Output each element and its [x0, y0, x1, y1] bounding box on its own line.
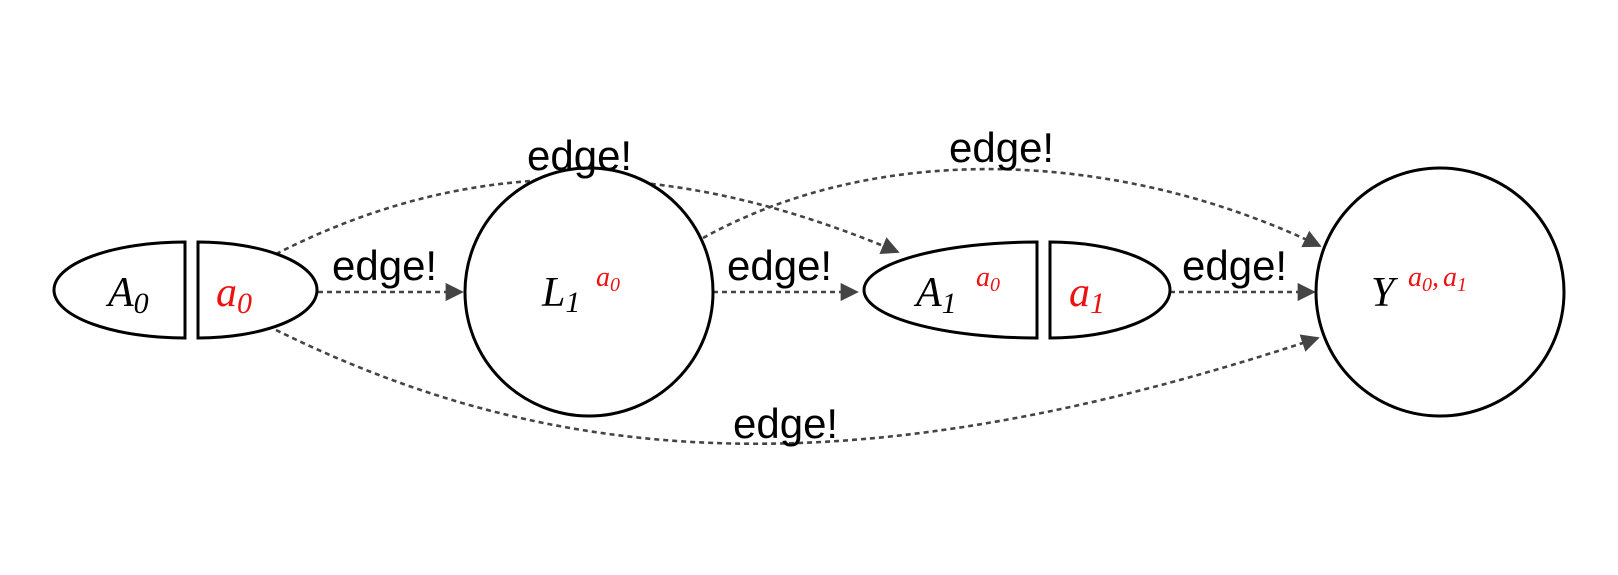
node-a1-split: A1 a0 a1: [862, 240, 1172, 340]
edge-labels: edge! edge! edge! edge! edge! edge!: [332, 124, 1287, 447]
edge-label-a0-to-l1: edge!: [332, 242, 437, 289]
label-Y: Y: [1371, 270, 1399, 316]
edge-label-l1-to-y: edge!: [949, 124, 1054, 171]
node-a1-left-half: [862, 240, 1039, 340]
edge-label-a1-to-y: edge!: [1182, 242, 1287, 289]
node-a0-right-half: [196, 240, 319, 340]
node-l1-circle: [463, 166, 715, 418]
label-A0: A0: [105, 270, 149, 320]
edge-label-a0-to-y: edge!: [733, 400, 838, 447]
label-a0: a0: [216, 270, 252, 320]
label-L1: L1: [541, 270, 580, 319]
edge-l1-to-y: [702, 167, 1322, 248]
node-a0-split: A0 a0: [52, 240, 319, 340]
node-a1-right-half: [1048, 240, 1172, 340]
label-A1: A1: [913, 270, 957, 320]
node-y: Y a0,a1: [1314, 166, 1566, 418]
node-y-circle: [1314, 166, 1566, 418]
label-L1-superscript: a0: [596, 262, 620, 296]
label-a1: a1: [1069, 270, 1105, 320]
edge-label-a0-to-a1: edge!: [527, 132, 632, 179]
label-A1-superscript: a0: [976, 262, 1000, 296]
node-a0-left-half: [52, 240, 187, 340]
edge-a0-to-y: [275, 328, 1320, 446]
edge-label-l1-to-a1: edge!: [727, 242, 832, 289]
label-Y-superscript: a0,a1: [1408, 262, 1467, 296]
node-l1: L1 a0: [463, 166, 715, 418]
